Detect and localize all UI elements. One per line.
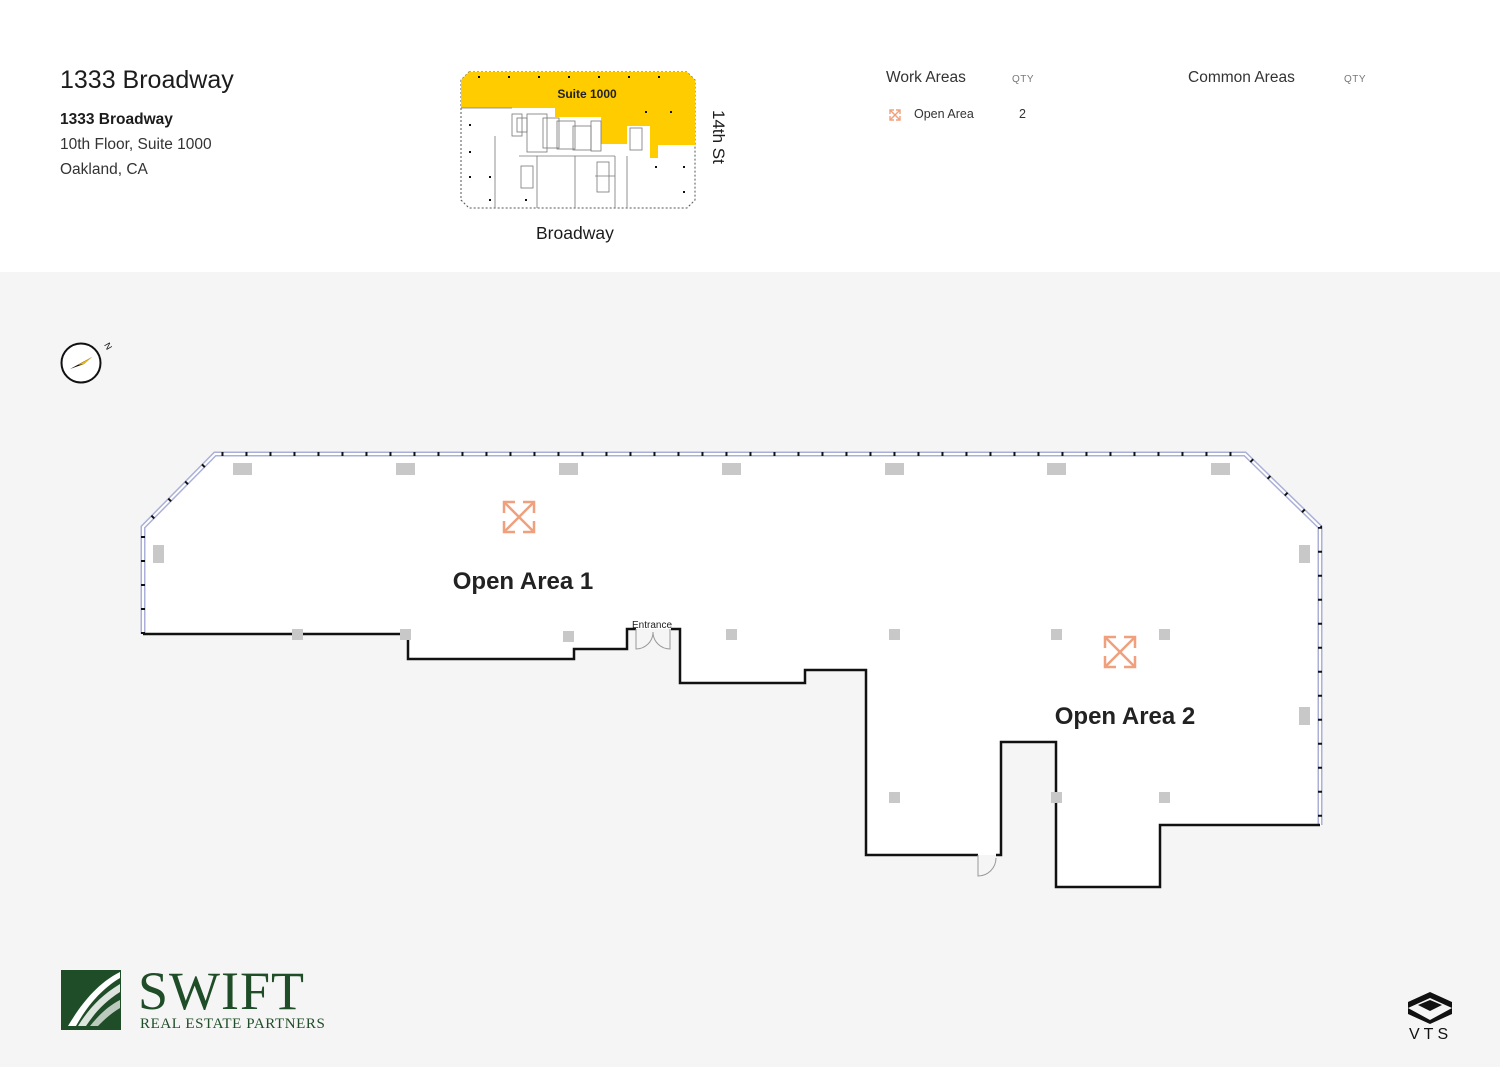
header-panel	[0, 0, 1500, 272]
floor-plan: Entrance Open Area 1 Open Area 2	[140, 451, 1323, 889]
key-plan: Suite 1000	[460, 71, 696, 209]
room-label-open-area-2: Open Area 2	[1055, 703, 1196, 730]
key-plan-walls	[461, 107, 643, 208]
legend-common-areas-qty-header: QTY	[1344, 74, 1367, 85]
address-city: Oakland, CA	[60, 161, 148, 178]
swift-logo-icon	[61, 970, 121, 1030]
room-label-open-area-1: Open Area 1	[453, 568, 594, 595]
address-floor-suite: 10th Floor, Suite 1000	[60, 136, 212, 153]
key-plan-suite-label: Suite 1000	[557, 87, 617, 101]
company-subtitle: REAL ESTATE PARTNERS	[140, 1016, 326, 1032]
street-label-broadway: Broadway	[536, 223, 614, 243]
expand-arrows-icon	[1103, 635, 1137, 669]
platform-name: VTS	[1409, 1026, 1453, 1043]
entrance-label: Entrance	[632, 620, 672, 631]
compass-north-label: N	[102, 341, 114, 352]
entrance-doors	[635, 629, 997, 877]
company-name: SWIFT	[138, 961, 305, 1021]
legend-work-areas-heading: Work Areas	[886, 69, 966, 86]
key-plan-suite-highlight	[461, 72, 695, 158]
vts-logo-icon	[1408, 992, 1452, 1024]
columns	[153, 463, 1310, 803]
expand-arrows-icon	[889, 109, 901, 121]
legend-item-open-area-qty: 2	[1019, 107, 1026, 121]
expand-arrows-icon	[502, 500, 536, 534]
key-plan-columns	[469, 76, 685, 201]
legend-work-areas-qty-header: QTY	[1012, 74, 1035, 85]
page-title: 1333 Broadway	[60, 66, 234, 94]
floor-area	[143, 454, 1320, 887]
legend-common-areas-heading: Common Areas	[1188, 69, 1295, 86]
address-building: 1333 Broadway	[60, 111, 173, 128]
window-walls	[140, 451, 1323, 825]
street-label-14th-st: 14th St	[709, 110, 728, 164]
legend-item-open-area-label: Open Area	[914, 107, 974, 121]
compass-icon: N	[60, 341, 114, 384]
